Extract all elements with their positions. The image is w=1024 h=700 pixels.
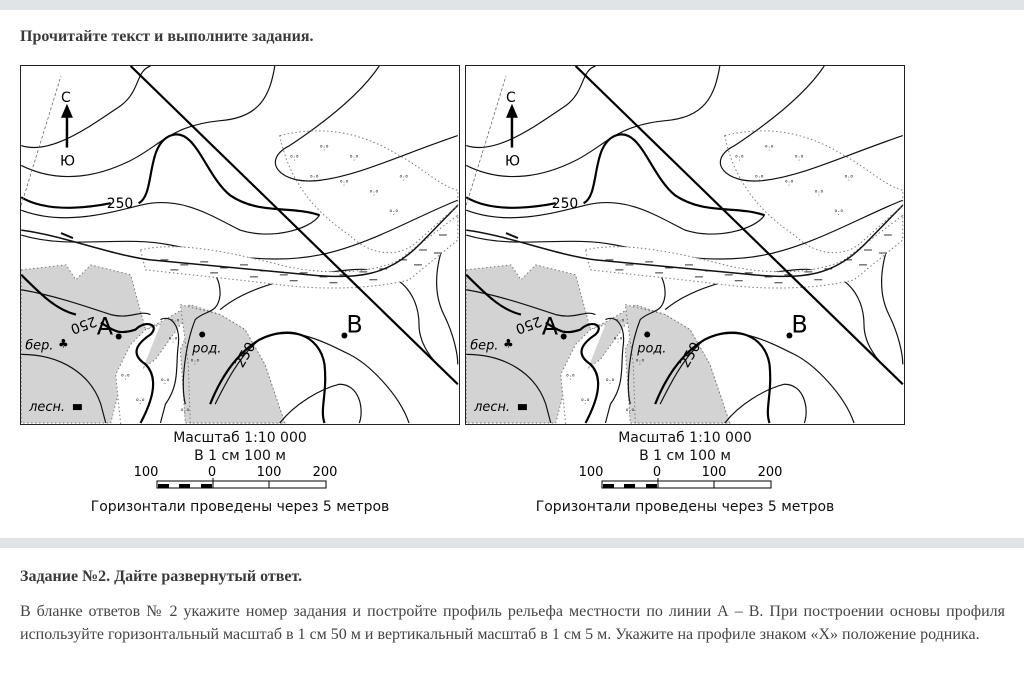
contour-label-250: 250 bbox=[107, 196, 134, 212]
svg-text:°:°: °:° bbox=[581, 398, 590, 406]
task-title: Задание №2. Дайте развернутый ответ. bbox=[20, 568, 303, 585]
spring-marker bbox=[644, 331, 651, 338]
point-b-label: B bbox=[791, 311, 807, 339]
birch-label: бер. bbox=[25, 338, 53, 353]
forestry-house-icon bbox=[72, 404, 82, 411]
spring-marker bbox=[199, 331, 206, 338]
birch-label: бер. bbox=[470, 338, 498, 353]
path-line bbox=[21, 75, 62, 206]
shrub-markers: °:° °:° °:° °:° °:° °:° °:° °:° °:° °:° °:° °:° °:° °… bbox=[566, 145, 854, 417]
map-figure: °:° °:° °:° °:° °:° °:° °:° °:° °:° °:° °:° °:° °:° °… bbox=[465, 65, 905, 425]
topographic-map-left: °:° °:° °:° °:° °:° °:° °:° °:° °:° °:° °:° °:° °:° °… bbox=[20, 65, 460, 515]
scale-title: Масштаб 1:10 000 bbox=[618, 430, 752, 446]
svg-text:°:°: °:° bbox=[794, 154, 803, 162]
contour-label-250: 250 bbox=[552, 196, 579, 212]
tree-icon: ♣ bbox=[503, 336, 514, 350]
marsh-band bbox=[584, 214, 904, 289]
svg-text:°:°: °:° bbox=[389, 209, 398, 217]
svg-text:°:°: °:° bbox=[635, 358, 644, 366]
top-divider bbox=[0, 0, 1024, 10]
south-label: Ю bbox=[505, 153, 520, 169]
main-contour-250 bbox=[21, 133, 327, 424]
scale-text: В 1 см 100 м bbox=[194, 448, 286, 464]
north-arrow: С Ю bbox=[60, 90, 75, 170]
scale-tick: 100 bbox=[702, 465, 727, 480]
shrub-markers: °:° °:° °:° °:° °:° °:° °:° °:° °:° °:° °:° °:° °:° °… bbox=[121, 145, 409, 417]
svg-text:°:°: °:° bbox=[290, 154, 299, 162]
svg-text:°:°: °:° bbox=[320, 145, 329, 153]
scale-tick: 200 bbox=[313, 465, 338, 480]
forestry-label: лесн. bbox=[28, 400, 65, 415]
svg-text:°:°: °:° bbox=[190, 358, 199, 366]
stream-direction-arrow bbox=[60, 232, 74, 239]
point-b-marker bbox=[786, 332, 793, 339]
svg-text:°:°: °:° bbox=[339, 179, 348, 187]
svg-text:°:°: °:° bbox=[180, 408, 189, 416]
stream bbox=[466, 204, 904, 278]
svg-text:°:°: °:° bbox=[121, 373, 130, 381]
north-label: С bbox=[61, 90, 71, 106]
svg-text:°:°: °:° bbox=[168, 336, 177, 344]
svg-text:°:°: °:° bbox=[844, 174, 853, 182]
svg-text:°:°: °:° bbox=[755, 174, 764, 182]
scale-tick: 100 bbox=[257, 465, 282, 480]
topographic-map-right: °:° °:° °:° °:° °:° °:° °:° °:° °:° °:° °:° °:° °:° °… bbox=[465, 65, 905, 515]
scale-text: В 1 см 100 м bbox=[639, 448, 731, 464]
svg-text:°:°: °:° bbox=[310, 174, 319, 182]
page-heading: Прочитайте текст и выполните задания. bbox=[20, 28, 314, 45]
marsh-band bbox=[139, 214, 459, 289]
scale-tick: 200 bbox=[758, 465, 783, 480]
svg-text:°:°: °:° bbox=[765, 145, 774, 153]
spring-label: род. bbox=[191, 341, 221, 356]
section-divider bbox=[0, 538, 1024, 548]
road bbox=[574, 66, 904, 386]
scale-tick: 100 bbox=[579, 465, 604, 480]
spring-label: род. bbox=[636, 341, 666, 356]
north-label: С bbox=[506, 90, 516, 106]
scale-bar: 100 0 100 200 bbox=[134, 465, 338, 489]
point-a-label: A bbox=[542, 313, 559, 341]
svg-text:°:°: °:° bbox=[566, 373, 575, 381]
map-figure: °:° °:° °:° °:° °:° °:° °:° °:° °:° °:° °:° °:° °:° °… bbox=[20, 65, 460, 425]
stream bbox=[21, 204, 459, 278]
forestry-label: лесн. bbox=[473, 400, 510, 415]
svg-text:°:°: °:° bbox=[170, 319, 179, 327]
task-text: В бланке ответов № 2 укажите номер задан… bbox=[20, 603, 1005, 643]
svg-text:°:°: °:° bbox=[735, 154, 744, 162]
svg-text:°:°: °:° bbox=[814, 189, 823, 197]
point-a-label: A bbox=[97, 313, 114, 341]
svg-text:°:°: °:° bbox=[605, 378, 614, 386]
svg-text:°:°: °:° bbox=[349, 154, 358, 162]
contour-interval-note: Горизонтали проведены через 5 метров bbox=[90, 499, 390, 515]
forestry-house-icon bbox=[517, 404, 527, 411]
scale-tick: 0 bbox=[653, 465, 661, 480]
point-b-marker bbox=[341, 332, 348, 339]
main-contour-250 bbox=[466, 133, 772, 424]
svg-text:°:°: °:° bbox=[625, 408, 634, 416]
north-arrow: С Ю bbox=[505, 90, 520, 170]
scale-title: Масштаб 1:10 000 bbox=[173, 430, 307, 446]
point-a-marker bbox=[560, 333, 567, 340]
scale-tick: 0 bbox=[208, 465, 216, 480]
svg-text:°:°: °:° bbox=[160, 378, 169, 386]
point-b-label: B bbox=[346, 311, 362, 339]
svg-text:°:°: °:° bbox=[613, 336, 622, 344]
svg-text:°:°: °:° bbox=[399, 174, 408, 182]
path-line bbox=[466, 75, 507, 206]
svg-text:°:°: °:° bbox=[136, 398, 145, 406]
svg-text:°:°: °:° bbox=[369, 189, 378, 197]
stream-direction-arrow bbox=[505, 232, 519, 239]
road bbox=[129, 66, 459, 386]
scale-bar: 100 0 100 200 bbox=[579, 465, 783, 489]
scale-tick: 100 bbox=[134, 465, 159, 480]
contour-interval-note: Горизонтали проведены через 5 метров bbox=[535, 499, 835, 515]
svg-text:°:°: °:° bbox=[784, 179, 793, 187]
south-label: Ю bbox=[60, 153, 75, 169]
point-a-marker bbox=[115, 333, 122, 340]
svg-text:°:°: °:° bbox=[615, 319, 624, 327]
svg-text:°:°: °:° bbox=[834, 209, 843, 217]
tree-icon: ♣ bbox=[58, 336, 69, 350]
